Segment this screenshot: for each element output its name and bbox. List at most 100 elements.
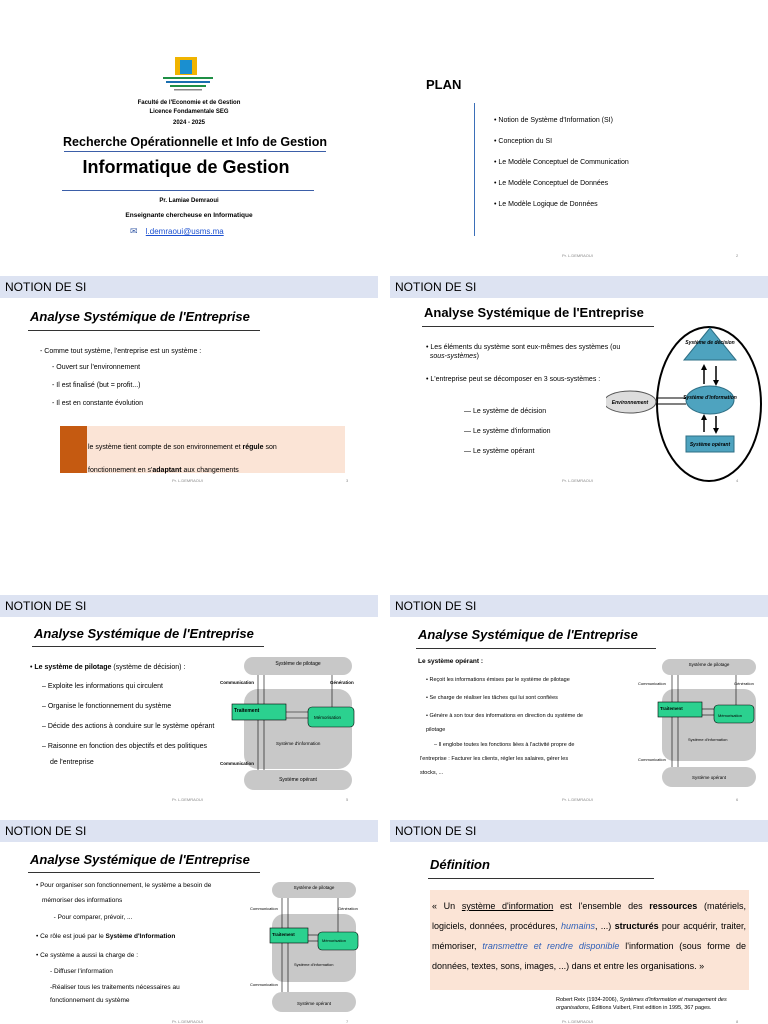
sub-item: – Raisonne en fonction des objectifs et … — [42, 743, 207, 750]
info-ellipse — [685, 385, 735, 415]
memorisation-label: Mémorisation — [718, 713, 743, 718]
slide-header: NOTION DE SI — [0, 595, 378, 617]
page-number: 7 — [346, 1019, 349, 1024]
sub-item: de l'entreprise — [50, 759, 94, 766]
slide-7: NOTION DE SI Analyse Systémique de l'Ent… — [0, 820, 378, 1024]
slide-header: NOTION DE SI — [0, 276, 378, 298]
si-diagram-graphic — [269, 882, 359, 1012]
email-row[interactable]: ✉ l.demraoui@usms.ma — [130, 226, 224, 237]
memorisation-label: Mémorisation — [314, 715, 342, 720]
email-link[interactable]: l.demraoui@usms.ma — [145, 227, 224, 236]
communication-label: Communication — [220, 680, 255, 685]
sysinfo-label: Système d'information — [276, 741, 321, 746]
slide-title: Faculté de l'Economie et de Gestion Lice… — [0, 40, 378, 260]
slide-footer: Pr. L.DEMRAOUI — [172, 478, 203, 483]
slide-footer: Pr. L.DEMRAOUI — [172, 1019, 203, 1024]
plan-item: • Conception du SI — [494, 138, 553, 145]
sub-item: -Réaliser tous les traitements nécessair… — [50, 984, 180, 991]
sub-item: - Diffuser l'information — [50, 968, 113, 975]
sub-item: — Le système d'information — [464, 428, 551, 435]
bullet-text: • Pour organiser son fonctionnement, le … — [36, 882, 212, 889]
subsystems-diagram: Système de décision Système d'informatio… — [606, 326, 762, 482]
slide-footer: Pr. L.DEMRAOUI — [562, 253, 593, 258]
sysinfo-label: Système d'information — [294, 962, 334, 967]
decision-label: Système de décision — [685, 340, 734, 346]
operant-label: Système opérant — [690, 442, 731, 448]
si-diagram: Système de pilotage Communication Généra… — [250, 880, 372, 1016]
plan-title: PLAN — [426, 77, 462, 92]
logo-icon — [163, 57, 213, 91]
pilotage-label: Système de pilotage — [688, 662, 730, 667]
definition-box: « Un système d'information est l'ensembl… — [430, 890, 749, 990]
box-text: le système tient compte de son environne… — [88, 444, 277, 474]
sub-item: – Exploite les informations qui circulen… — [42, 683, 164, 690]
si-diagram-graphic — [231, 657, 355, 790]
plan-item: • Notion de Système d'Information (SI) — [494, 117, 613, 124]
page-number: 5 — [346, 797, 349, 802]
page-number: 8 — [736, 1019, 739, 1024]
slide-8: NOTION DE SI Définition « Un système d'i… — [390, 820, 768, 1024]
bullet-text: mémoriser des informations — [42, 897, 123, 904]
generation-label: Génération — [734, 681, 754, 686]
page-number: 4 — [736, 478, 739, 483]
generation-label: Génération — [330, 680, 354, 685]
bullet-text: pilotage — [426, 727, 446, 733]
reference: Robert Reix (1934-2006), Systèmes d'info… — [556, 997, 727, 1011]
communication-label: Communication — [250, 906, 278, 911]
slide-title: Définition — [430, 857, 490, 872]
bullet-text: • Se charge de réaliser les tâches qui l… — [426, 695, 558, 701]
page-number: 3 — [346, 478, 349, 483]
operant-label: Système opérant — [691, 775, 727, 780]
title-underline — [32, 646, 264, 647]
slide-footer: Pr. L.DEMRAOUI — [562, 1019, 593, 1024]
title-underline — [28, 872, 260, 873]
page-number: 6 — [736, 797, 739, 802]
traitement-label: Traitement — [660, 706, 683, 711]
text-line: - Ouvert sur l'environnement — [52, 364, 141, 371]
slide-footer: Pr. L.DEMRAOUI — [562, 478, 593, 483]
sub-item: – Organise le fonctionnement du système — [42, 703, 172, 710]
decision-triangle — [682, 327, 738, 361]
communication-label: Communication — [638, 681, 666, 686]
slide-5: NOTION DE SI Analyse Systémique de l'Ent… — [0, 595, 378, 805]
definition-text: « Un système d'information est l'ensembl… — [432, 901, 747, 971]
plan-divider — [474, 103, 475, 236]
sub-item: stocks, ... — [420, 770, 444, 776]
si-diagram: Système de pilotage Communication Généra… — [220, 655, 362, 795]
professor-role: Enseignante chercheuse en Informatique — [125, 212, 253, 219]
info-label: Système d'information — [683, 395, 737, 401]
communication-label-2: Communication — [638, 757, 666, 762]
communication-label-2: Communication — [250, 982, 278, 987]
mail-icon: ✉ — [130, 226, 138, 236]
bullet-text: • L'entreprise peut se décomposer en 3 s… — [426, 376, 601, 383]
traitement-label: Traitement — [234, 708, 260, 714]
text-line: - Il est finalisé (but = profit...) — [52, 382, 141, 389]
generation-label: Génération — [338, 906, 358, 911]
plan-item: • Le Modèle Conceptuel de Communication — [494, 159, 629, 166]
slide-title: Analyse Systémique de l'Entreprise — [30, 309, 250, 324]
slide-3: NOTION DE SI Analyse Systémique de l'Ent… — [0, 276, 378, 486]
environment-cloud — [606, 390, 657, 414]
sub-item: - Pour comparer, prévoir, ... — [53, 914, 133, 921]
slide-header: NOTION DE SI — [390, 820, 768, 842]
bullet-text: • Le système de pilotage (système de déc… — [30, 664, 186, 671]
slide-4: NOTION DE SI Analyse Systémique de l'Ent… — [390, 276, 768, 486]
text-line: - Comme tout système, l'entreprise est u… — [40, 348, 202, 355]
plan-list: • Notion de Système d'Information (SI) •… — [494, 116, 629, 221]
slide-title: Analyse Systémique de l'Entreprise — [30, 852, 250, 867]
year-label: 2024 - 2025 — [172, 120, 206, 126]
slide-title: Analyse Systémique de l'Entreprise — [424, 305, 644, 320]
slide-header: NOTION DE SI — [390, 595, 768, 617]
si-diagram-graphic — [657, 659, 756, 787]
title-underline — [28, 330, 260, 331]
communication-label-2: Communication — [220, 761, 255, 766]
sub-item: – Décide des actions à conduire sur le s… — [42, 723, 215, 730]
sub-item: fonctionnement du système — [50, 997, 130, 1004]
title-underline — [62, 190, 314, 191]
environment-label: Environnement — [612, 400, 649, 406]
bullet-text: • Les éléments du système sont eux-mêmes… — [426, 344, 621, 360]
university-logo — [158, 55, 218, 95]
bullet-text: • Génère à son tour des informations en … — [426, 713, 583, 719]
slide-footer: Pr. L.DEMRAOUI — [172, 797, 203, 802]
professor-name: Pr. Lamiae Demraoui — [159, 198, 219, 204]
